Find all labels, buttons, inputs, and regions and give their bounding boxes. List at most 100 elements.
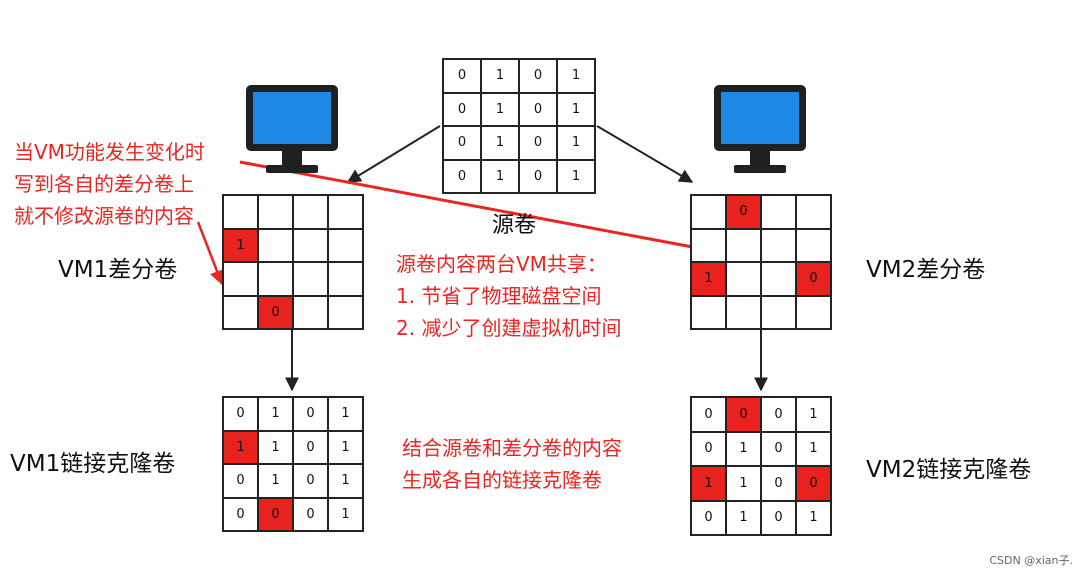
grid-cell: 1: [558, 60, 594, 92]
grid-cell: 1: [558, 127, 594, 159]
note-change-line-1: 当VM功能发生变化时: [14, 140, 205, 164]
grid-cell: 0: [294, 465, 327, 497]
note-shared-line-2: 1. 节省了物理磁盘空间: [396, 284, 602, 308]
arrow-source-to-vm1: [346, 125, 441, 183]
vm1-clone-title: VM1链接克隆卷: [10, 451, 176, 477]
grid-cell: 1: [558, 93, 594, 125]
grid-cell: 0: [444, 93, 480, 125]
grid-cell: 1: [797, 398, 830, 431]
note-combine-line-1: 结合源卷和差分卷的内容: [402, 436, 622, 460]
vm1-diff-title: VM1差分卷: [58, 257, 178, 283]
grid-cell: [692, 296, 725, 328]
arrow-source-to-vm2: [596, 125, 694, 183]
grid-cell: 0: [224, 398, 257, 430]
grid-cell: 0: [727, 398, 760, 431]
grid-cell: 1: [727, 467, 760, 500]
red-arrow-to-vm1-diff: [196, 221, 225, 286]
grid-cell: 1: [797, 432, 830, 465]
grid-cell: [259, 263, 292, 295]
grid-cell: 0: [692, 501, 725, 534]
grid-cell: 0: [762, 467, 795, 500]
grid-cell: [762, 196, 795, 228]
grid-cell: 1: [692, 263, 725, 295]
grid-cell: 0: [294, 431, 327, 463]
grid-cell: [692, 229, 725, 261]
grid-cell: 0: [692, 432, 725, 465]
grid-cell: 1: [224, 229, 257, 261]
grid-cell: 1: [329, 498, 362, 530]
grid-cell: [762, 229, 795, 261]
grid-cell: [727, 229, 760, 261]
grid-cell: 0: [520, 127, 556, 159]
grid-cell: 0: [224, 465, 257, 497]
grid-cell: 1: [482, 93, 518, 125]
note-change-line-3: 就不修改源卷的内容: [14, 204, 194, 228]
grid-cell: 0: [762, 398, 795, 431]
grid-cell: 0: [444, 160, 480, 192]
grid-cell: 1: [224, 431, 257, 463]
grid-cell: 0: [727, 196, 760, 228]
grid-cell: 1: [259, 431, 292, 463]
note-combine: 结合源卷和差分卷的内容 生成各自的链接克隆卷: [402, 432, 622, 496]
grid-cell: 0: [294, 498, 327, 530]
grid-cell: [259, 229, 292, 261]
grid-cell: [224, 296, 257, 328]
grid-cell: 1: [482, 127, 518, 159]
grid-cell: [224, 263, 257, 295]
note-change: 当VM功能发生变化时 写到各自的差分卷上 就不修改源卷的内容: [14, 136, 205, 232]
grid-cell: 0: [762, 432, 795, 465]
grid-cell: 0: [797, 263, 830, 295]
grid-cell: [762, 263, 795, 295]
watermark: CSDN @xian子.: [989, 554, 1073, 567]
grid-cell: [797, 296, 830, 328]
grid-cell: 1: [482, 60, 518, 92]
grid-cell: [294, 229, 327, 261]
grid-cell: 1: [797, 501, 830, 534]
grid-cell: 1: [259, 465, 292, 497]
grid-cell: 1: [329, 398, 362, 430]
grid-cell: [727, 296, 760, 328]
grid-cell: 1: [692, 467, 725, 500]
grid-cell: 0: [762, 501, 795, 534]
grid-cell: [294, 296, 327, 328]
grid-cell: 0: [259, 498, 292, 530]
grid-cell: [762, 296, 795, 328]
grid-cell: 0: [692, 398, 725, 431]
note-change-line-2: 写到各自的差分卷上: [14, 172, 194, 196]
vm2-diff-volume-grid: 0 1 0: [690, 194, 832, 330]
grid-cell: [797, 229, 830, 261]
note-shared-line-3: 2. 减少了创建虚拟机时间: [396, 316, 622, 340]
note-shared-line-1: 源卷内容两台VM共享：: [396, 252, 607, 276]
grid-cell: 0: [224, 498, 257, 530]
grid-cell: 1: [259, 398, 292, 430]
vm1-monitor-icon: [246, 85, 338, 173]
grid-cell: [797, 196, 830, 228]
vm2-diff-title: VM2差分卷: [866, 257, 986, 283]
note-combine-line-2: 生成各自的链接克隆卷: [402, 468, 602, 492]
vm2-clone-title: VM2链接克隆卷: [866, 457, 1032, 483]
grid-cell: 0: [797, 467, 830, 500]
grid-cell: [329, 229, 362, 261]
grid-cell: [329, 263, 362, 295]
grid-cell: [224, 196, 257, 228]
grid-cell: 0: [259, 296, 292, 328]
grid-cell: [727, 263, 760, 295]
grid-cell: [294, 263, 327, 295]
grid-cell: 1: [727, 432, 760, 465]
grid-cell: 0: [444, 127, 480, 159]
grid-cell: 0: [294, 398, 327, 430]
grid-cell: [329, 296, 362, 328]
grid-cell: 1: [329, 431, 362, 463]
grid-cell: 1: [727, 501, 760, 534]
source-volume-title: 源卷: [492, 213, 537, 238]
note-shared: 源卷内容两台VM共享： 1. 节省了物理磁盘空间 2. 减少了创建虚拟机时间: [396, 248, 621, 344]
grid-cell: [259, 196, 292, 228]
grid-cell: [329, 196, 362, 228]
grid-cell: 0: [520, 60, 556, 92]
grid-cell: 0: [444, 60, 480, 92]
